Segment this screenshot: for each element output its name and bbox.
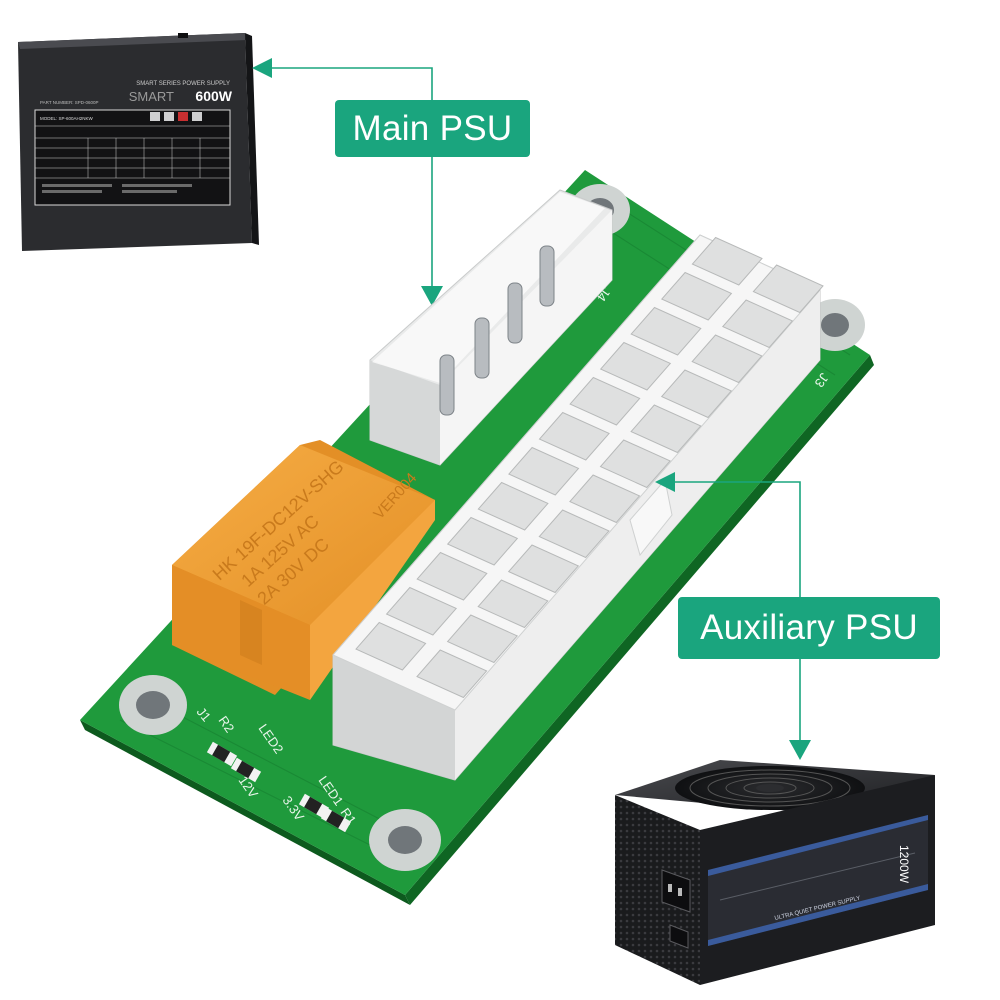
aux-psu-wattage-text: 1200W [897, 845, 911, 884]
smd-resistor-r1 [320, 807, 352, 833]
power-switch [669, 924, 689, 949]
atx-pin-cavity [691, 334, 763, 384]
relay-component: HK 19F-DC12V-SHG 1A 125V AC 2A 30V DC VE… [172, 440, 435, 700]
main-psu-wattage-text: 600W [195, 88, 232, 104]
atx-pin-cavity [507, 544, 580, 594]
aux-psu-unit: 1200W ULTRA QUIET POWER SUPPLY [615, 760, 935, 985]
smd-resistor-r2 [206, 741, 238, 767]
atx-pin-cavity [569, 376, 641, 426]
atx-pin-cavity [508, 446, 580, 496]
atx-pin-cavity [721, 299, 794, 349]
atx-pin-cavity [446, 516, 519, 566]
main-psu-label: Main PSU [335, 100, 530, 157]
main-psu-series-text: SMART SERIES POWER SUPPLY [136, 81, 230, 87]
molex-4pin-connector [369, 189, 613, 466]
smd-led2 [230, 757, 262, 783]
aux-psu-connector-arrows [672, 481, 801, 746]
atx-pin-cavity [569, 474, 641, 524]
main-psu-brand-text: SMART [129, 89, 174, 104]
mounting-hole [119, 675, 187, 735]
fan-grille [675, 766, 865, 810]
atx-pin-cavity [446, 614, 519, 664]
atx-pin-cavity [630, 404, 702, 454]
mounting-hole [369, 809, 441, 871]
atx-pin-cavity [752, 264, 824, 314]
atx-pin-cavity [385, 586, 458, 636]
atx-pin-cavity [538, 509, 610, 559]
atx-pin-cavity [477, 579, 549, 629]
atx-pin-cavity [538, 411, 610, 461]
atx-pin-cavities [355, 236, 824, 699]
certification-icons [150, 112, 202, 121]
aux-psu-arrowhead-left [655, 472, 675, 492]
main-psu-connector-arrows [268, 67, 433, 300]
atx-pin-cavity [416, 649, 488, 699]
auxiliary-psu-label: Auxiliary PSU [678, 597, 940, 659]
main-psu-arrowhead-left [252, 58, 272, 78]
atx-latch [629, 478, 673, 557]
atx-pin-cavity [477, 481, 549, 531]
main-psu-unit: SMART SERIES POWER SUPPLY SMART 600W PAR… [18, 33, 259, 251]
aux-psu-arrowhead-down [789, 740, 811, 760]
atx-24pin-connector [332, 234, 824, 781]
main-psu-partnumber-text: PART NUMBER: SPD-0600P [40, 100, 99, 105]
main-psu-spec-label: MODEL: SP-600AH2NKW [34, 109, 231, 206]
atx-pin-cavity [660, 369, 733, 419]
molex-pins [439, 245, 555, 416]
atx-pin-cavity [630, 306, 702, 356]
atx-pin-cavity [355, 621, 427, 671]
atx-pin-cavity [599, 439, 671, 489]
smd-led1 [298, 793, 330, 819]
atx-pin-cavity [416, 551, 488, 601]
atx-pin-cavity [599, 341, 672, 391]
atx-pin-cavity [691, 236, 763, 286]
main-psu-model-text: MODEL: SP-600AH2NKW [40, 116, 94, 121]
power-inlet [661, 869, 691, 913]
main-psu-arrowhead-down [421, 286, 443, 306]
atx-pin-cavity [660, 271, 733, 321]
